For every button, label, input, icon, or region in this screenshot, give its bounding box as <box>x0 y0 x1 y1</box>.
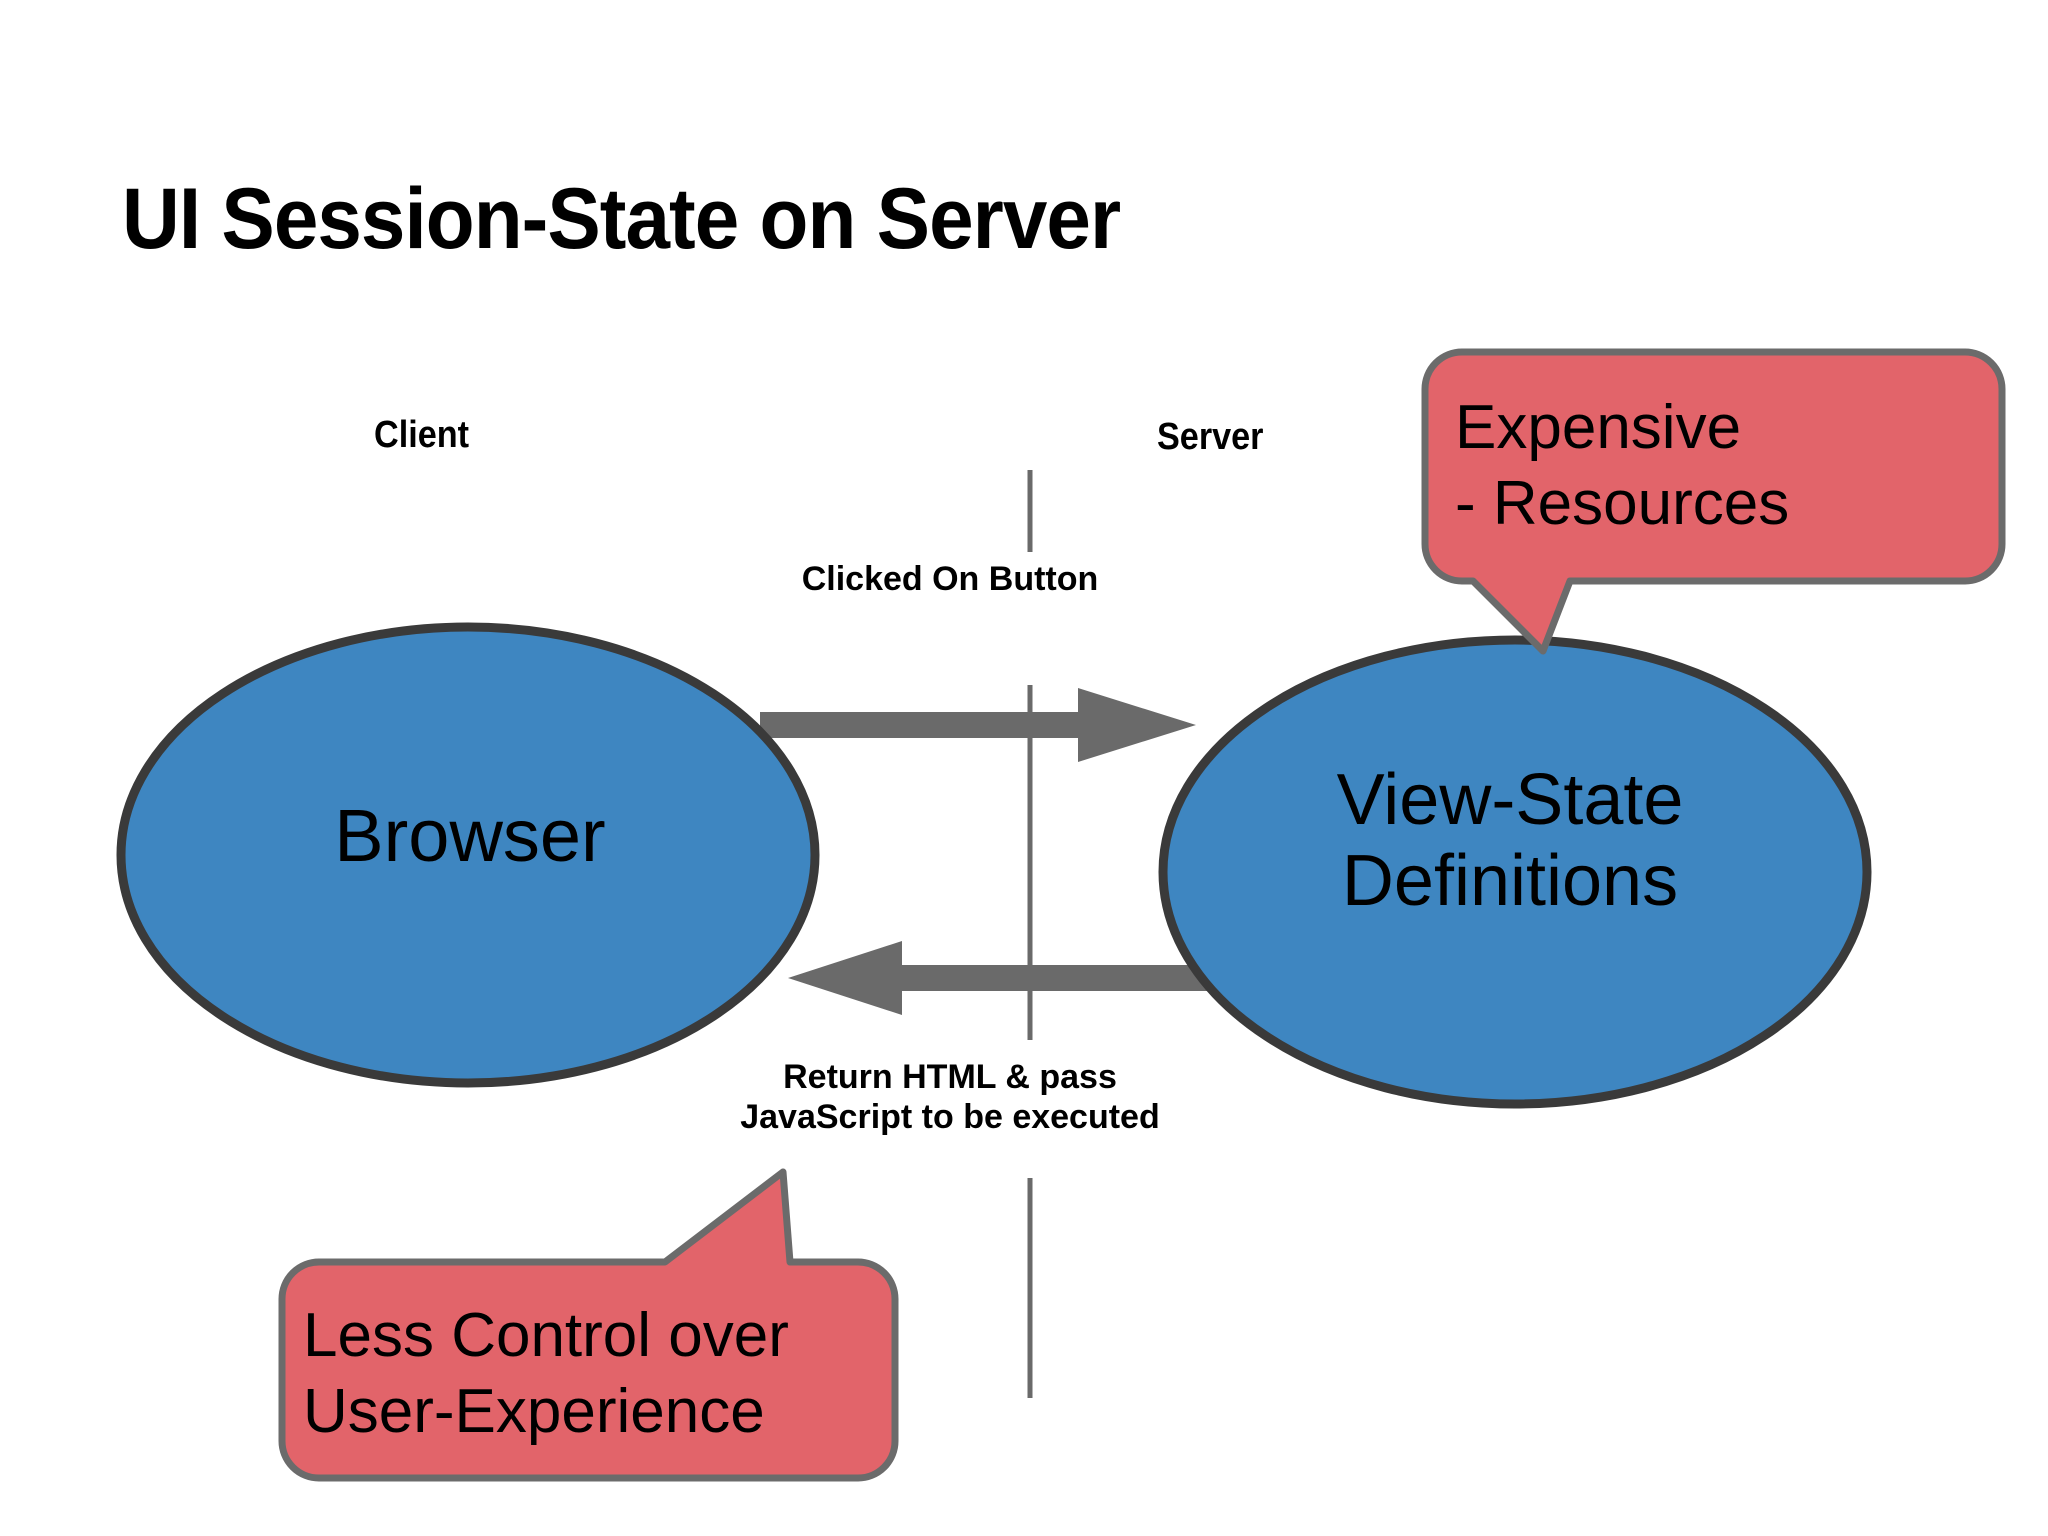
response-arrow-label-line2: JavaScript to be executed <box>740 1098 1160 1137</box>
request-arrow <box>760 688 1196 762</box>
node-view-state-definitions[interactable] <box>1158 635 1872 1109</box>
zone-label-client: Client <box>374 414 470 456</box>
zone-label-server: Server <box>1157 416 1264 458</box>
request-arrow-label: Clicked On Button <box>801 560 1099 598</box>
response-arrow <box>788 941 1220 1015</box>
node-browser[interactable] <box>116 622 820 1088</box>
callout-less-control[interactable] <box>278 1168 899 1482</box>
callout-expensive-resources[interactable] <box>1421 348 2006 655</box>
page-title: UI Session-State on Server <box>122 171 1121 267</box>
response-arrow-label-line1: Return HTML & pass <box>783 1058 1117 1096</box>
